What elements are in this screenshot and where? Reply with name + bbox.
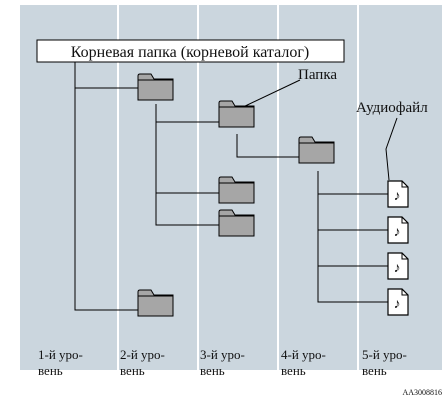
level-1-label: 1-й уро- вень xyxy=(38,347,86,378)
level-4-label: 4-й уро- вень xyxy=(281,347,329,378)
music-note-icon: ♪ xyxy=(394,189,401,204)
level-3-label: 3-й уро- вень xyxy=(200,347,248,378)
root-folder-box xyxy=(36,39,345,63)
music-note-icon: ♪ xyxy=(394,297,401,312)
level-labels: 1-й уро- вень 2-й уро- вень 3-й уро- вен… xyxy=(38,347,410,378)
audio-file-icon: ♪ xyxy=(387,288,409,316)
audio-file-icon: ♪ xyxy=(387,216,409,244)
level-5-label: 5-й уро- вень xyxy=(362,347,410,378)
root-folder-label: Корневая папка (корневой каталог) xyxy=(71,44,309,61)
level-2-label: 2-й уро- вень xyxy=(120,347,168,378)
figure-code: AA3008816 xyxy=(402,388,442,397)
music-note-icon: ♪ xyxy=(394,261,401,276)
audio-file-icon: ♪ xyxy=(387,252,409,280)
level-dividers xyxy=(117,5,359,370)
audio-file-callout-label: Аудиофайл xyxy=(356,100,428,116)
folder-callout-label: Папка xyxy=(298,67,337,83)
music-note-icon: ♪ xyxy=(394,225,401,240)
tree-connectors xyxy=(74,62,398,311)
audio-file-icon: ♪ xyxy=(387,180,409,208)
